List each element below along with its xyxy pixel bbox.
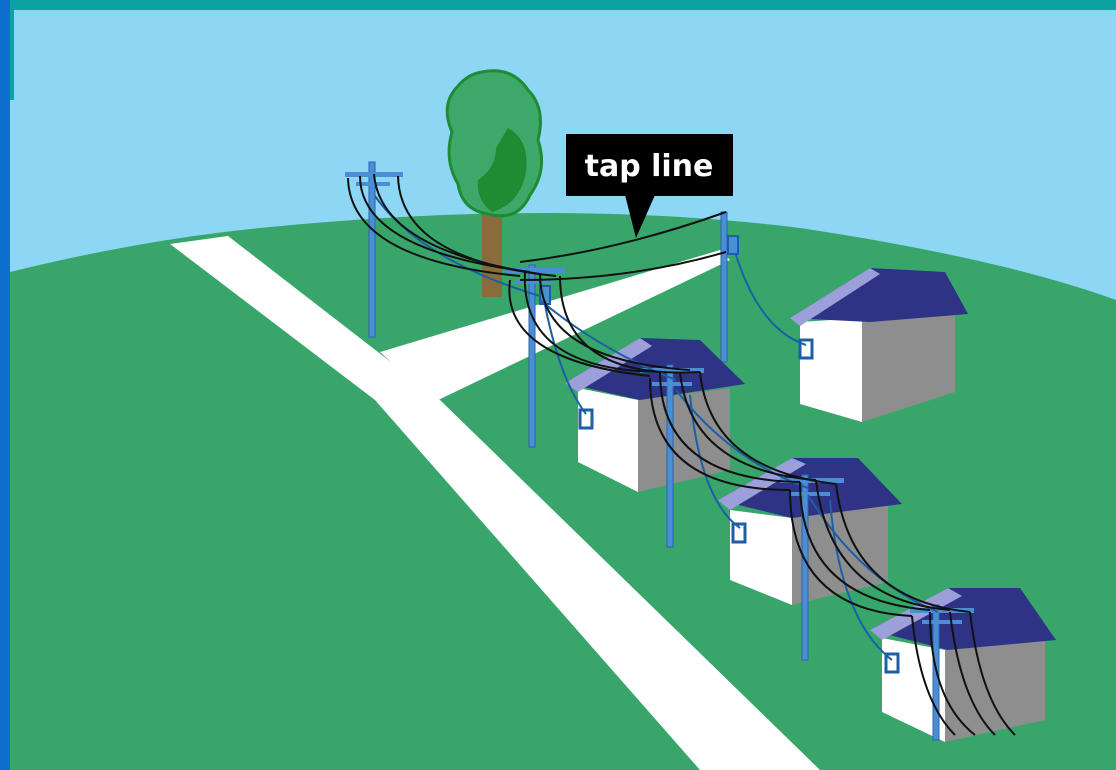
left-edge-strip <box>0 0 10 770</box>
sky-left-band <box>10 10 14 100</box>
callout-label: tap line <box>585 149 714 184</box>
tree-trunk <box>482 205 502 297</box>
